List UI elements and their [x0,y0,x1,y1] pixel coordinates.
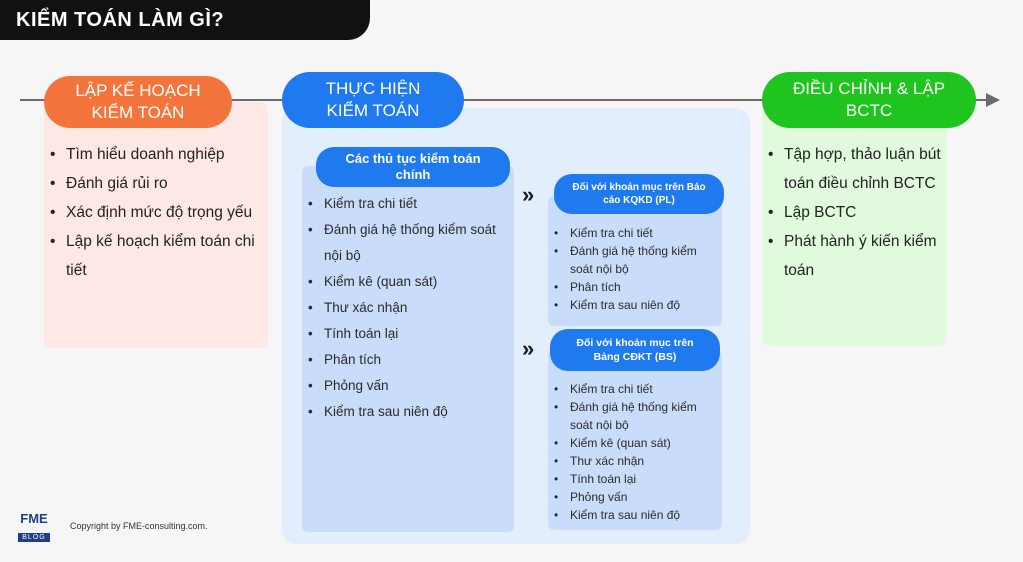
list-item: Kiểm tra sau niên độ [306,399,510,425]
procedures-heading: Các thủ tục kiểm toán chính [316,147,510,187]
procedures-heading-line1: Các thủ tục kiểm toán [345,151,481,166]
list-item: Kiểm tra chi tiết [552,224,720,242]
pl-heading-line1: Đối với khoản mục trên Báo [572,182,706,193]
execute-heading: THỰC HIỆN KIỂM TOÁN [282,72,464,128]
plan-list: Tìm hiểu doanh nghiệp Đánh giá rủi ro Xá… [48,140,266,285]
list-item: Phát hành ý kiến kiểm toán [766,227,944,285]
list-item: Đánh giá hệ thống kiểm soát nội bộ [306,217,510,269]
pl-heading-line2: cáo KQKD (PL) [603,195,675,206]
list-item: Kiểm tra chi tiết [306,191,510,217]
plan-heading-line2: KIỂM TOÁN [91,103,185,122]
procedures-list: Kiểm tra chi tiết Đánh giá hệ thống kiểm… [306,191,510,425]
list-item: Kiểm tra sau niên độ [552,506,720,524]
list-item: Kiểm kê (quan sát) [306,269,510,295]
list-item: Lập BCTC [766,198,944,227]
list-item: Kiểm kê (quan sát) [552,434,720,452]
list-item: Tìm hiểu doanh nghiệp [48,140,266,169]
execute-heading-line1: THỰC HIỆN [325,79,421,98]
logo-sub: BLOG [18,533,50,542]
adjust-heading: ĐIỀU CHỈNH & LẬP BCTC [762,72,976,128]
timeline-line [20,99,990,101]
adjust-heading-line2: BCTC [845,101,893,120]
plan-heading-line1: LẬP KẾ HOẠCH [75,81,201,100]
list-item: Kiểm tra chi tiết [552,380,720,398]
list-item: Phỏng vấn [552,488,720,506]
pl-heading: Đối với khoản mục trên Báo cáo KQKD (PL) [554,174,724,214]
bs-heading-line1: Đối với khoản mục trên [576,337,694,349]
list-item: Xác định mức độ trọng yếu [48,198,266,227]
pl-list: Kiểm tra chi tiết Đánh giá hệ thống kiểm… [552,224,720,314]
list-item: Phỏng vấn [306,373,510,399]
logo-text: FME [20,511,48,526]
chevrons-right-icon: » [522,336,535,361]
page-title: KIỂM TOÁN LÀM GÌ? [16,8,225,31]
timeline-arrow-icon [986,93,1000,107]
chevrons-right-icon: » [522,182,535,207]
execute-heading-line2: KIỂM TOÁN [326,101,420,120]
copyright: Copyright by FME-consulting.com. [70,521,208,531]
list-item: Phân tích [552,278,720,296]
list-item: Thư xác nhận [552,452,720,470]
list-item: Đánh giá hệ thống kiểm soát nội bộ [552,242,720,278]
list-item: Kiểm tra sau niên độ [552,296,720,314]
list-item: Thư xác nhận [306,295,510,321]
plan-heading: LẬP KẾ HOẠCH KIỂM TOÁN [44,76,232,128]
list-item: Tập hợp, thảo luận bút toán điều chỉnh B… [766,140,944,198]
bs-heading: Đối với khoản mục trên Bảng CĐKT (BS) [550,329,720,371]
list-item: Đánh giá rủi ro [48,169,266,198]
bs-list: Kiểm tra chi tiết Đánh giá hệ thống kiểm… [552,380,720,524]
procedures-heading-line2: chính [395,167,431,182]
adjust-heading-line1: ĐIỀU CHỈNH & LẬP [792,79,946,98]
bs-heading-line2: Bảng CĐKT (BS) [593,351,677,363]
adjust-list: Tập hợp, thảo luận bút toán điều chỉnh B… [766,140,944,285]
list-item: Phân tích [306,347,510,373]
list-item: Đánh giá hệ thống kiểm soát nội bộ [552,398,720,434]
list-item: Tính toán lại [306,321,510,347]
fme-logo: FME BLOG [14,512,54,544]
list-item: Tính toán lại [552,470,720,488]
title-bar: KIỂM TOÁN LÀM GÌ? [0,0,370,40]
list-item: Lập kế hoạch kiểm toán chi tiết [48,227,266,285]
